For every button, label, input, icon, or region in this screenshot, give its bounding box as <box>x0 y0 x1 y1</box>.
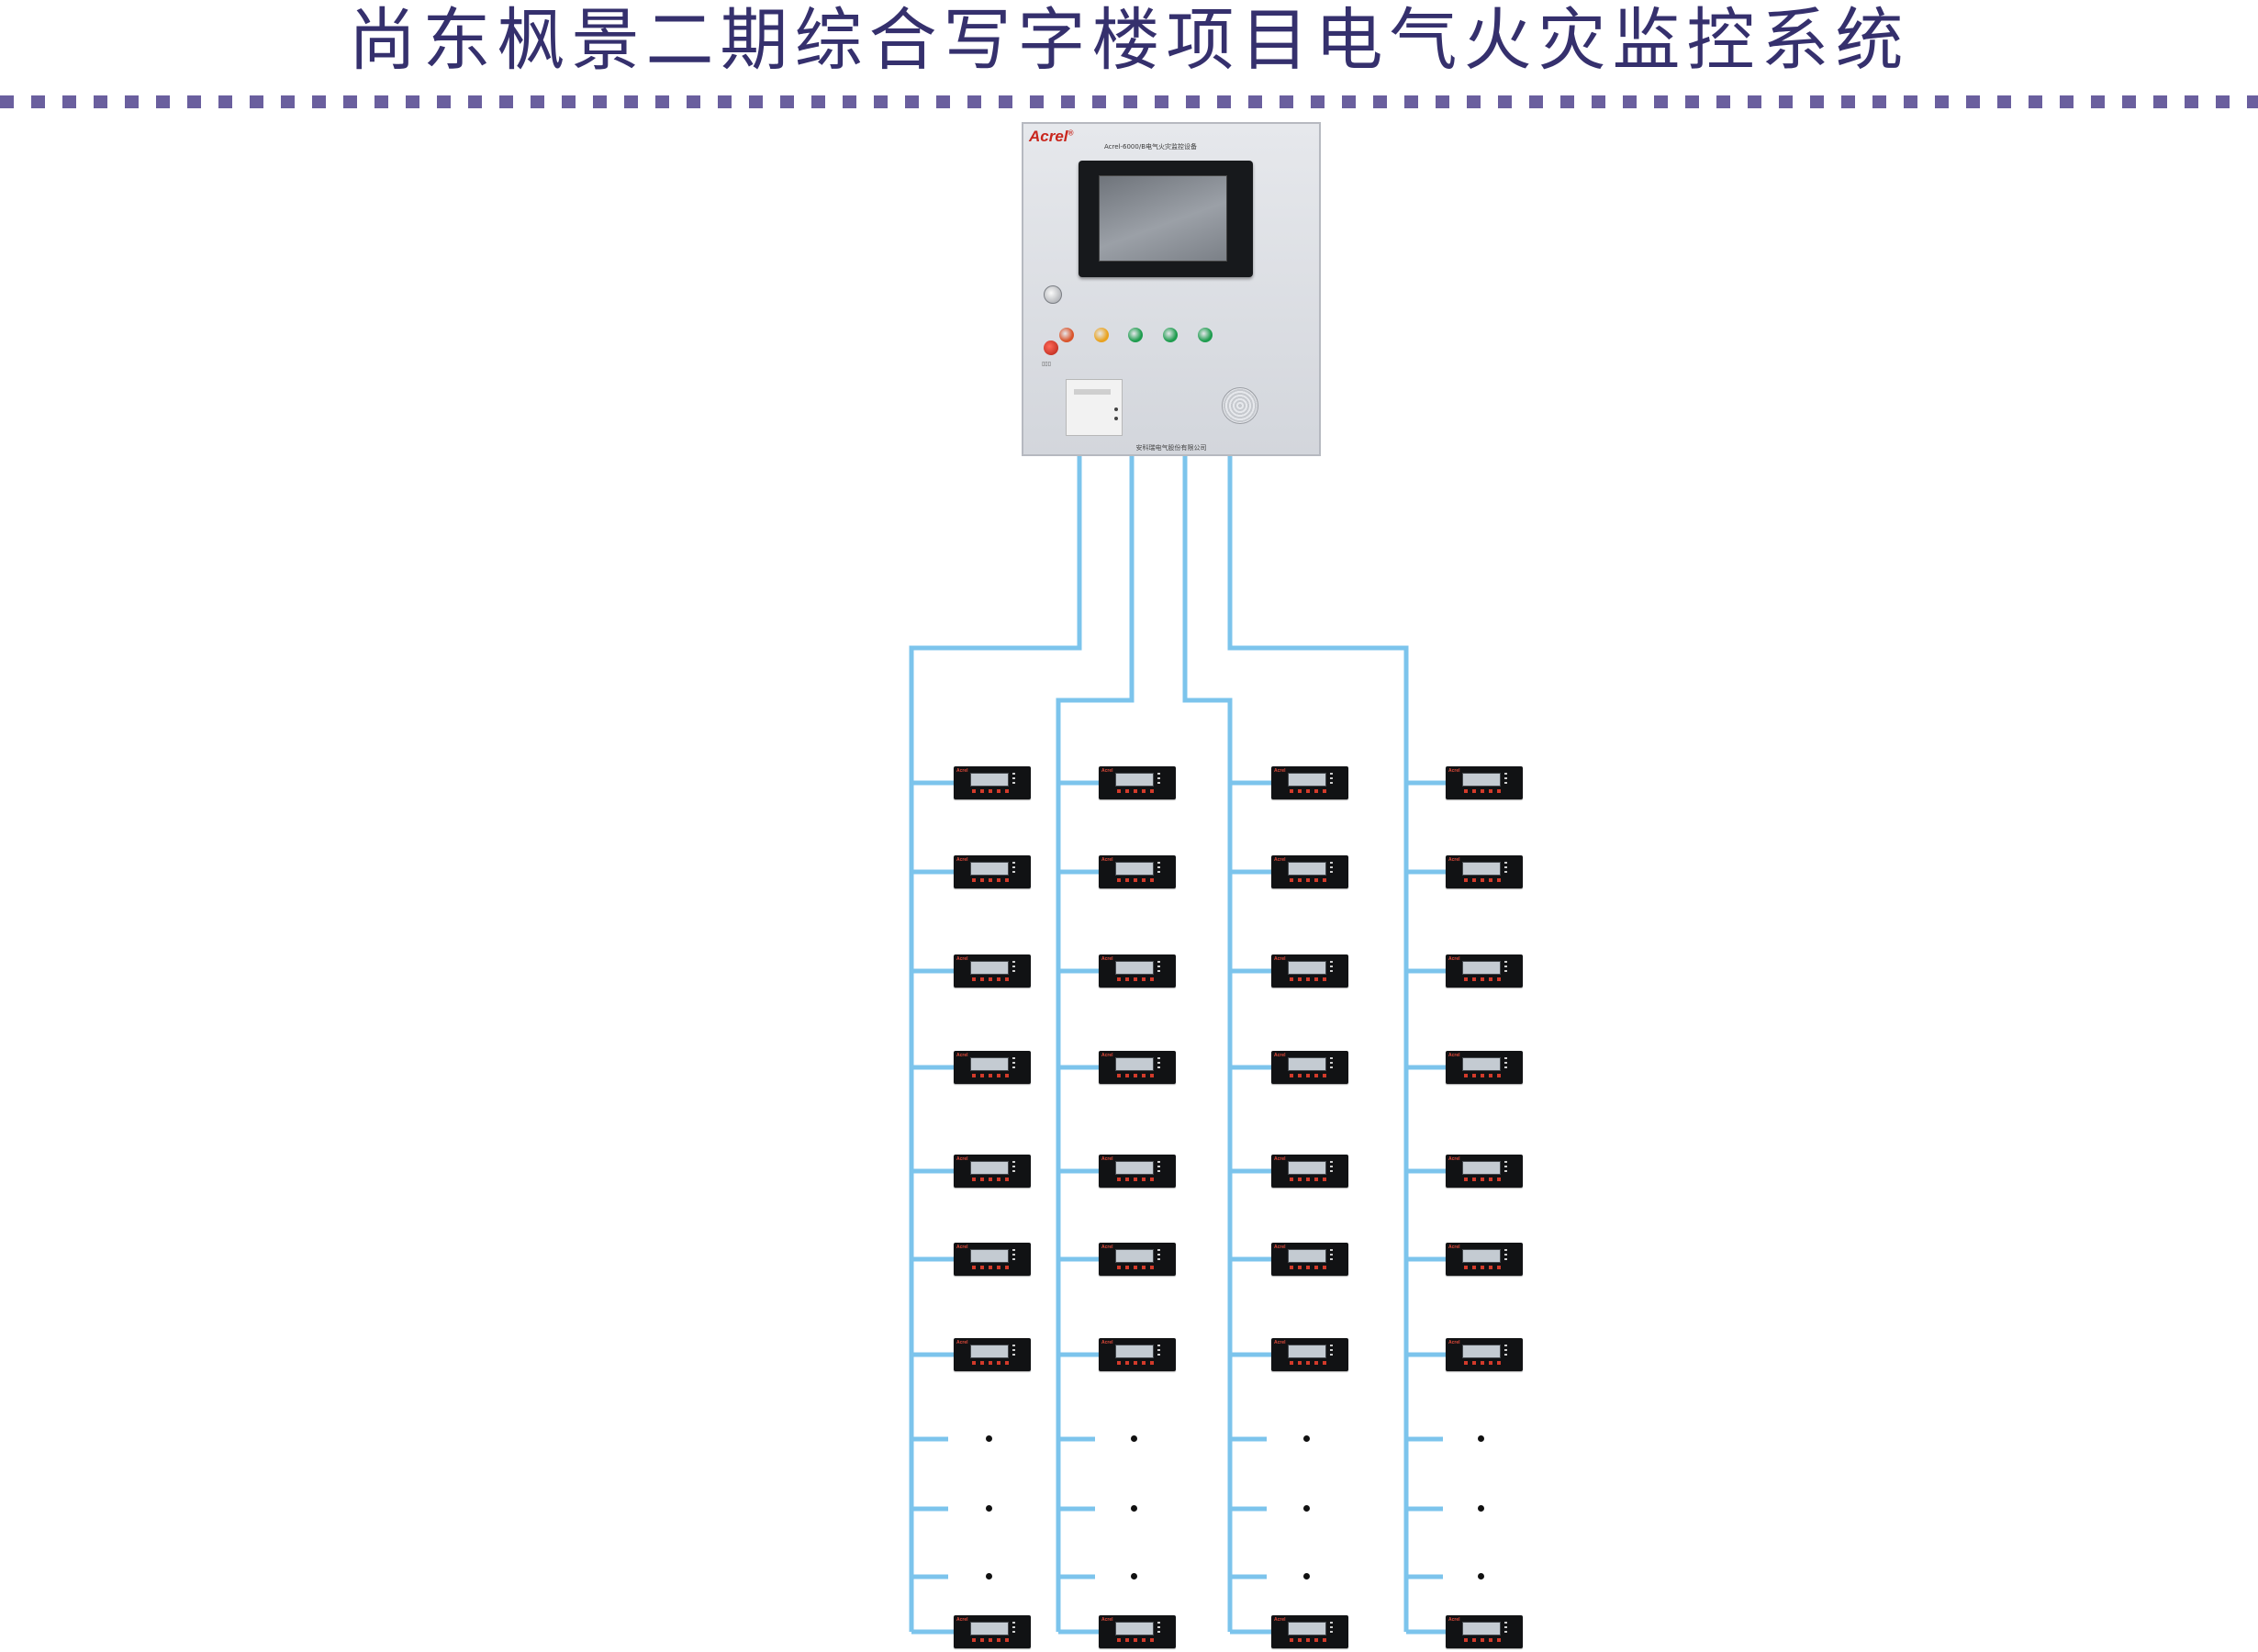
monitor-brand: Acrel <box>1101 1340 1113 1345</box>
monitor-brand: Acrel <box>1101 857 1113 863</box>
fire-monitor-device: Acrel <box>954 1615 1031 1648</box>
monitor-brand: Acrel <box>1274 1156 1286 1162</box>
fire-monitor-device: Acrel <box>1099 855 1176 888</box>
fire-monitor-device: Acrel <box>1099 1155 1176 1188</box>
monitor-brand: Acrel <box>956 1617 968 1623</box>
bus-branch-2 <box>1056 456 1135 1632</box>
fire-monitor-device: Acrel <box>1099 1243 1176 1276</box>
monitor-brand: Acrel <box>1101 1617 1113 1623</box>
title-divider <box>0 95 2258 108</box>
monitor-brand: Acrel <box>1101 1053 1113 1058</box>
fire-monitor-device: Acrel <box>1271 1243 1348 1276</box>
monitor-brand: Acrel <box>1101 956 1113 962</box>
fire-monitor-device: Acrel <box>1446 855 1523 888</box>
fire-monitor-device: Acrel <box>954 954 1031 988</box>
fire-monitor-device: Acrel <box>1446 954 1523 988</box>
fire-monitor-device: Acrel <box>1099 954 1176 988</box>
monitor-brand: Acrel <box>1274 857 1286 863</box>
emergency-stop-button[interactable] <box>1044 340 1058 355</box>
touch-screen[interactable] <box>1079 161 1253 277</box>
ellipsis-dot <box>986 1505 992 1512</box>
monitor-brand: Acrel <box>1448 956 1460 962</box>
manufacturer-label: 安科瑞电气股份有限公司 <box>1135 444 1207 452</box>
fire-monitoring-controller: Acrel® Acrel-6000/B电气火灾监控设备 ▯▯▯ 安科瑞电气股份有… <box>1022 122 1321 456</box>
monitor-brand: Acrel <box>1448 1617 1460 1623</box>
monitor-brand: Acrel <box>1274 1053 1286 1058</box>
monitor-brand: Acrel <box>1448 1245 1460 1250</box>
monitor-brand: Acrel <box>956 1053 968 1058</box>
bus-branch-3 <box>1182 456 1233 1632</box>
monitor-brand: Acrel <box>1448 768 1460 774</box>
fire-monitor-device: Acrel <box>1271 855 1348 888</box>
ellipsis-dot <box>1303 1435 1310 1442</box>
monitor-brand: Acrel <box>1101 768 1113 774</box>
fire-monitor-device: Acrel <box>1271 1338 1348 1371</box>
indicator-lamp-3 <box>1128 328 1143 342</box>
fire-monitor-device: Acrel <box>954 1243 1031 1276</box>
speaker-icon <box>1222 387 1258 424</box>
fire-monitor-device: Acrel <box>1446 1243 1523 1276</box>
monitor-brand: Acrel <box>956 768 968 774</box>
monitor-brand: Acrel <box>956 1156 968 1162</box>
fire-monitor-device: Acrel <box>1271 766 1348 799</box>
ellipsis-dot <box>1131 1573 1137 1579</box>
monitor-brand: Acrel <box>1274 768 1286 774</box>
printer-icon <box>1066 379 1123 436</box>
monitor-brand: Acrel <box>1101 1156 1113 1162</box>
fire-monitor-device: Acrel <box>954 855 1031 888</box>
indicator-lamp-5 <box>1198 328 1213 342</box>
ellipsis-dot <box>1131 1435 1137 1442</box>
ellipsis-dot <box>1478 1573 1484 1579</box>
monitor-brand: Acrel <box>1448 1156 1460 1162</box>
brand-logo: Acrel® <box>1029 128 1074 145</box>
fire-monitor-device: Acrel <box>1446 1051 1523 1084</box>
ellipsis-dot <box>1478 1435 1484 1442</box>
fire-monitor-device: Acrel <box>1271 1615 1348 1648</box>
fire-monitor-device: Acrel <box>1099 1051 1176 1084</box>
bus-branch-1 <box>909 456 1082 1632</box>
indicator-lamp-1 <box>1059 328 1074 342</box>
fire-monitor-device: Acrel <box>954 1155 1031 1188</box>
indicator-lamp-4 <box>1163 328 1178 342</box>
monitor-brand: Acrel <box>956 857 968 863</box>
monitor-brand: Acrel <box>956 1245 968 1250</box>
fire-monitor-device: Acrel <box>954 766 1031 799</box>
indicator-lamp-2 <box>1094 328 1109 342</box>
ellipsis-dot <box>1478 1505 1484 1512</box>
device-model-label: Acrel-6000/B电气火灾监控设备 <box>1104 143 1197 151</box>
ellipsis-dot <box>1131 1505 1137 1512</box>
monitor-brand: Acrel <box>1274 1340 1286 1345</box>
fire-monitor-device: Acrel <box>954 1338 1031 1371</box>
monitor-brand: Acrel <box>1101 1245 1113 1250</box>
fire-monitor-device: Acrel <box>1271 954 1348 988</box>
ellipsis-dot <box>1303 1505 1310 1512</box>
fire-monitor-device: Acrel <box>954 1051 1031 1084</box>
fire-monitor-device: Acrel <box>1099 1338 1176 1371</box>
key-switch-icon[interactable] <box>1044 285 1062 304</box>
ellipsis-dot <box>986 1435 992 1442</box>
bus-branch-4 <box>1227 456 1409 1632</box>
monitor-brand: Acrel <box>1274 1617 1286 1623</box>
stop-button-label: ▯▯▯ <box>1042 361 1051 367</box>
fire-monitor-device: Acrel <box>1446 766 1523 799</box>
fire-monitor-device: Acrel <box>1446 1615 1523 1648</box>
monitor-brand: Acrel <box>1448 1053 1460 1058</box>
monitor-brand: Acrel <box>956 1340 968 1345</box>
fire-monitor-device: Acrel <box>1271 1051 1348 1084</box>
fire-monitor-device: Acrel <box>1099 1615 1176 1648</box>
ellipsis-dot <box>1303 1573 1310 1579</box>
fire-monitor-device: Acrel <box>1446 1338 1523 1371</box>
monitor-brand: Acrel <box>1448 857 1460 863</box>
monitor-brand: Acrel <box>1448 1340 1460 1345</box>
monitor-brand: Acrel <box>1274 1245 1286 1250</box>
fire-monitor-device: Acrel <box>1271 1155 1348 1188</box>
page-title: 尚东枫景二期综合写字楼项目电气火灾监控系统 <box>348 1 1910 80</box>
fire-monitor-device: Acrel <box>1099 766 1176 799</box>
monitor-brand: Acrel <box>956 956 968 962</box>
monitor-brand: Acrel <box>1274 956 1286 962</box>
ellipsis-dot <box>986 1573 992 1579</box>
fire-monitor-device: Acrel <box>1446 1155 1523 1188</box>
